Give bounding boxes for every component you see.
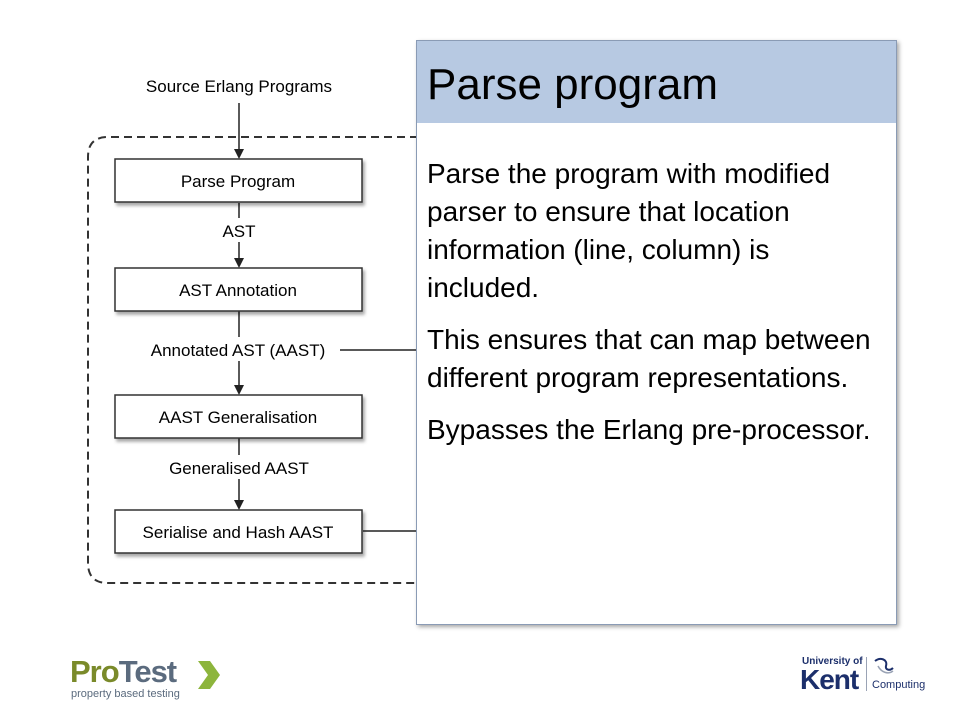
step-parse-program-label: Parse Program [181, 172, 295, 191]
protest-wordmark-pro: Pro [70, 654, 120, 689]
callout-paragraph: Bypasses the Erlang pre-processor. [427, 414, 871, 445]
kent-department: Computing [872, 679, 926, 691]
step-ast-annotation-box [114, 267, 363, 312]
edge-label-ast: AST [222, 222, 255, 241]
step-parse-program-box [114, 158, 363, 203]
kent-name: Kent [800, 664, 859, 695]
step-aast-generalisation-label: AAST Generalisation [159, 408, 317, 427]
protest-wordmark-test: Test [118, 654, 177, 689]
callout-paragraph: Parse the program with modified parser t… [427, 158, 831, 303]
step-aast-generalisation-box [114, 394, 363, 439]
callout-paragraph: This ensures that can map between differ… [427, 324, 871, 393]
edge-label-annotated-aast: Annotated AST (AAST) [151, 341, 326, 360]
pipeline-boundary [87, 136, 418, 584]
callout-title: Parse program [427, 60, 719, 109]
chevron-right-icon [198, 661, 220, 689]
callout-header: Parse program [417, 41, 896, 123]
input-label: Source Erlang Programs [146, 77, 332, 96]
step-ast-annotation-label: AST Annotation [179, 281, 297, 300]
swirl-icon [874, 657, 894, 674]
kent-logo: University of Kent Computing [800, 655, 930, 695]
kent-divider [866, 657, 867, 691]
step-serialise-hash-box [114, 509, 363, 554]
callout-panel: Parse program Parse the program with mod… [416, 40, 897, 625]
protest-logo: ProTest property based testing [70, 654, 220, 700]
kent-university-of: University of [802, 656, 863, 667]
edge-label-generalised-aast: Generalised AAST [169, 459, 309, 478]
protest-wordmark: ProTest [70, 654, 177, 689]
step-serialise-hash-label: Serialise and Hash AAST [143, 523, 334, 542]
callout-body: Parse the program with modified parser t… [417, 123, 896, 449]
protest-tagline: property based testing [71, 688, 180, 700]
